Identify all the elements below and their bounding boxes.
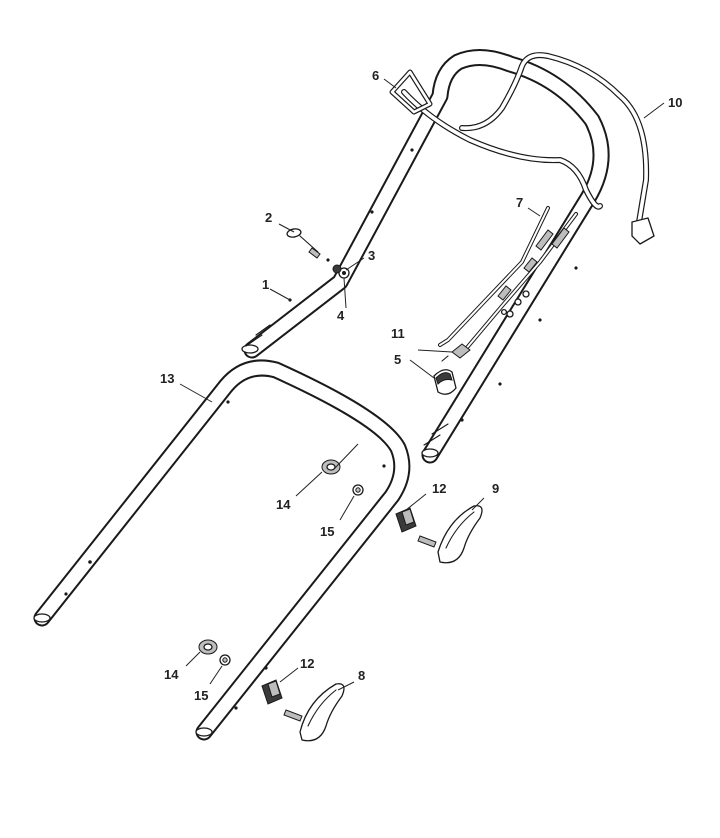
cable-hook <box>286 228 321 259</box>
callout-15-lower: 15 <box>194 688 208 703</box>
callout-2: 2 <box>265 210 272 225</box>
leader-lines <box>179 78 665 691</box>
callout-14-upper: 14 <box>276 497 291 512</box>
callout-labels: 1 2 3 4 5 6 7 8 9 10 11 12 12 13 14 14 1… <box>160 68 682 703</box>
bail-wire-clip <box>389 69 433 115</box>
callout-14-lower: 14 <box>164 667 179 682</box>
handle-knob-upper <box>417 505 483 564</box>
spacer-block-upper <box>395 507 417 533</box>
spacer-block-lower <box>261 679 283 705</box>
cable-clip <box>433 369 457 395</box>
control-cables <box>438 206 578 362</box>
callout-15-upper: 15 <box>320 524 334 539</box>
lower-handle <box>33 359 411 741</box>
callout-12-lower: 12 <box>300 656 314 671</box>
callout-11: 11 <box>391 326 405 341</box>
callout-5: 5 <box>394 352 401 367</box>
callout-13: 13 <box>160 371 174 386</box>
callout-1: 1 <box>262 277 269 292</box>
callout-7: 7 <box>516 195 523 210</box>
handle-knob-lower <box>283 683 345 742</box>
callout-9: 9 <box>492 481 499 496</box>
handle-washers-lower <box>198 639 231 666</box>
callout-6: 6 <box>372 68 379 83</box>
callout-4: 4 <box>337 308 345 323</box>
callout-3: 3 <box>368 248 375 263</box>
callout-10: 10 <box>668 95 682 110</box>
presence-bail <box>401 52 655 245</box>
handle-washers-upper <box>321 459 364 496</box>
callout-8: 8 <box>358 668 365 683</box>
upper-handle <box>241 49 610 464</box>
callout-12-upper: 12 <box>432 481 446 496</box>
